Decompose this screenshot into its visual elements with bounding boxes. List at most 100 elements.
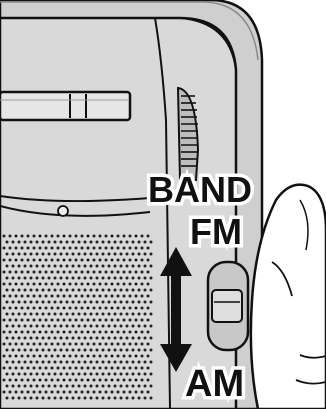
grille-hole: [138, 277, 141, 280]
grille-hole: [138, 301, 141, 304]
grille-hole: [48, 361, 51, 364]
grille-hole: [138, 241, 141, 244]
grille-hole: [93, 259, 96, 262]
grille-hole: [24, 325, 27, 328]
grille-hole: [9, 379, 12, 382]
grille-hole: [129, 319, 132, 322]
grille-hole: [12, 325, 15, 328]
grille-hole: [69, 355, 72, 358]
grille-hole: [126, 325, 129, 328]
grille-hole: [51, 295, 54, 298]
grille-hole: [39, 343, 42, 346]
grille-hole: [51, 391, 54, 394]
grille-hole: [147, 379, 150, 382]
grille-hole: [69, 391, 72, 394]
grille-hole: [75, 331, 78, 334]
grille-hole: [66, 253, 69, 256]
grille-hole: [15, 343, 18, 346]
grille-hole: [75, 271, 78, 274]
grille-hole: [3, 379, 6, 382]
grille-hole: [18, 361, 21, 364]
grille-hole: [129, 367, 132, 370]
grille-hole: [42, 325, 45, 328]
grille-hole: [42, 397, 45, 400]
grille-hole: [123, 235, 126, 238]
grille-hole: [60, 385, 63, 388]
grille-hole: [90, 349, 93, 352]
grille-hole: [129, 355, 132, 358]
grille-hole: [48, 265, 51, 268]
grille-hole: [21, 379, 24, 382]
grille-hole: [90, 313, 93, 316]
grille-hole: [48, 385, 51, 388]
grille-hole: [105, 367, 108, 370]
grille-hole: [81, 391, 84, 394]
grille-hole: [135, 367, 138, 370]
grille-hole: [108, 397, 111, 400]
grille-hole: [93, 271, 96, 274]
grille-hole: [27, 391, 30, 394]
grille-hole: [57, 283, 60, 286]
grille-hole: [117, 343, 120, 346]
grille-hole: [48, 337, 51, 340]
grille-hole: [105, 247, 108, 250]
grille-hole: [42, 289, 45, 292]
grille-hole: [90, 289, 93, 292]
grille-hole: [12, 265, 15, 268]
grille-hole: [141, 259, 144, 262]
grille-hole: [84, 337, 87, 340]
grille-hole: [123, 391, 126, 394]
grille-hole: [66, 277, 69, 280]
grille-hole: [147, 295, 150, 298]
grille-hole: [117, 367, 120, 370]
grille-hole: [138, 397, 141, 400]
grille-hole: [147, 307, 150, 310]
grille-hole: [30, 337, 33, 340]
grille-hole: [54, 385, 57, 388]
band-label: BAND: [148, 171, 252, 209]
grille-hole: [144, 385, 147, 388]
grille-hole: [75, 355, 78, 358]
grille-hole: [24, 397, 27, 400]
grille-hole: [99, 319, 102, 322]
grille-hole: [54, 253, 57, 256]
grille-hole: [66, 337, 69, 340]
grille-hole: [102, 325, 105, 328]
grille-hole: [54, 349, 57, 352]
grille-hole: [105, 391, 108, 394]
grille-hole: [18, 397, 21, 400]
grille-hole: [102, 241, 105, 244]
grille-hole: [105, 319, 108, 322]
grille-hole: [93, 235, 96, 238]
grille-hole: [51, 235, 54, 238]
grille-hole: [99, 271, 102, 274]
grille-hole: [21, 271, 24, 274]
grille-hole: [24, 265, 27, 268]
grille-hole: [15, 295, 18, 298]
grille-hole: [69, 343, 72, 346]
grille-hole: [15, 307, 18, 310]
grille-hole: [120, 373, 123, 376]
grille-hole: [102, 397, 105, 400]
grille-hole: [81, 247, 84, 250]
grille-hole: [150, 241, 153, 244]
grille-hole: [30, 277, 33, 280]
grille-hole: [15, 367, 18, 370]
grille-hole: [87, 307, 90, 310]
grille-hole: [75, 283, 78, 286]
grille-hole: [18, 253, 21, 256]
grille-hole: [150, 253, 153, 256]
grille-hole: [93, 343, 96, 346]
grille-hole: [111, 379, 114, 382]
grille-hole: [99, 235, 102, 238]
grille-hole: [123, 331, 126, 334]
grille-hole: [105, 331, 108, 334]
grille-hole: [108, 349, 111, 352]
grille-hole: [96, 337, 99, 340]
grille-hole: [141, 391, 144, 394]
grille-hole: [18, 301, 21, 304]
grille-hole: [6, 253, 9, 256]
grille-hole: [24, 349, 27, 352]
grille-hole: [120, 397, 123, 400]
grille-hole: [6, 265, 9, 268]
